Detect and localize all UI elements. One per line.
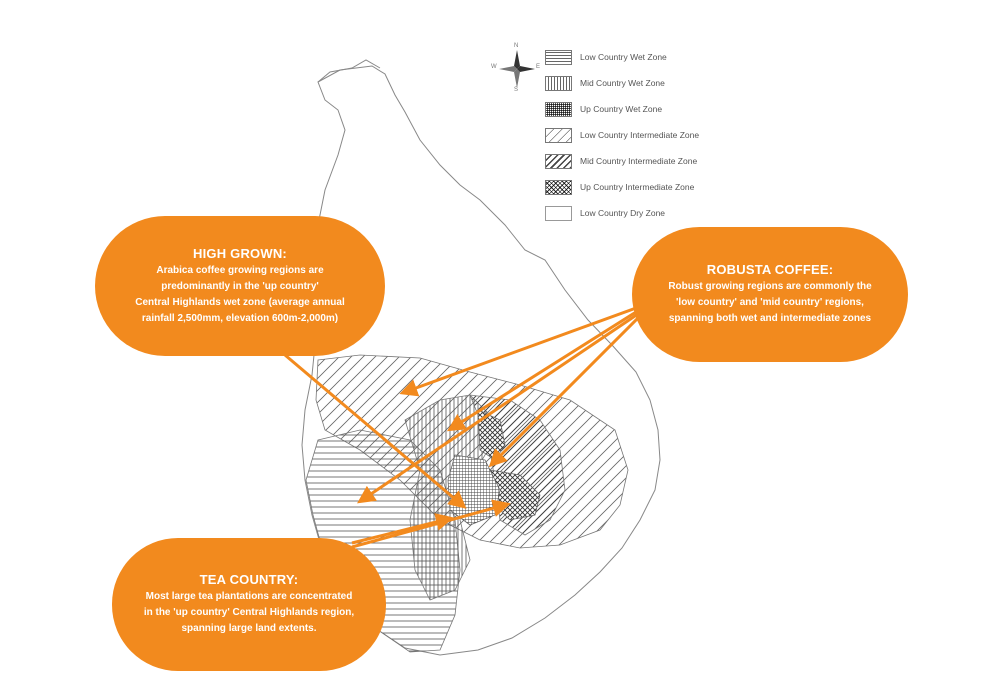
callout-title: HIGH GROWN: — [193, 245, 287, 261]
callout-high-grown: HIGH GROWN: Arabica coffee growing regio… — [95, 216, 385, 356]
compass-rose-icon: N S E W — [491, 43, 541, 93]
arrows — [284, 306, 642, 549]
jaffna-coast — [317, 59, 381, 83]
legend-label: Up Country Intermediate Zone — [580, 182, 695, 192]
legend-label: Low Country Dry Zone — [580, 208, 666, 218]
callout-line: Robust growing regions are commonly the — [668, 281, 872, 292]
legend-item: Low Country Wet Zone — [545, 44, 699, 70]
callout-body: Arabica coffee growing regions are predo… — [135, 263, 345, 327]
swatch-mid-country-wet — [545, 75, 572, 91]
callout-body: Most large tea plantations are concentra… — [144, 589, 354, 637]
callout-line: in the 'up country' Central Highlands re… — [143, 607, 355, 618]
swatch-mid-country-intermediate — [545, 153, 572, 169]
legend-item: Mid Country Intermediate Zone — [545, 148, 699, 174]
callout-line: Central Highlands wet zone (average annu… — [135, 296, 345, 308]
callout-line: spanning large land extents. — [181, 623, 317, 634]
arrow-tea-2 — [351, 499, 511, 549]
arrow-robusta-3 — [488, 314, 642, 468]
legend-label: Mid Country Intermediate Zone — [580, 156, 698, 166]
compass-s: S — [514, 87, 519, 93]
callout-line: Arabica coffee growing regions are — [156, 264, 324, 276]
swatch-up-country-intermediate — [545, 179, 572, 195]
legend-label: Low Country Wet Zone — [580, 52, 667, 62]
legend-label: Up Country Wet Zone — [580, 104, 663, 114]
compass-n: N — [514, 43, 519, 49]
legend-label: Low Country Intermediate Zone — [580, 130, 700, 140]
callout-line: 'low country' and 'mid country' regions, — [676, 297, 864, 308]
legend-item: Up Country Intermediate Zone — [545, 174, 699, 200]
arrow-robusta-2 — [446, 310, 637, 432]
legend-item: Mid Country Wet Zone — [545, 70, 699, 96]
swatch-low-country-intermediate — [545, 127, 572, 143]
callout-line: rainfall 2,500mm, elevation 600m-2,000m) — [141, 312, 339, 324]
legend-item: Up Country Wet Zone — [545, 96, 699, 122]
callout-line: predominantly in the 'up country' — [161, 280, 319, 292]
legend-item: Low Country Dry Zone — [545, 200, 699, 226]
callout-body: Robust growing regions are commonly the … — [668, 279, 871, 327]
compass-w: W — [491, 64, 497, 70]
callout-title: ROBUSTA COFFEE: — [706, 262, 834, 277]
swatch-low-country-wet — [545, 49, 572, 65]
swatch-low-country-dry — [545, 205, 572, 221]
arrow-robusta-1 — [399, 306, 637, 397]
callout-line: spanning both wet and intermediate zones — [668, 313, 872, 324]
arrow-high-grown — [284, 353, 467, 509]
swatch-up-country-wet — [545, 101, 572, 117]
arrow-robusta-4 — [357, 312, 639, 504]
map-legend: Low Country Wet Zone Mid Country Wet Zon… — [545, 44, 699, 226]
callout-line: Most large tea plantations are concentra… — [145, 591, 353, 602]
legend-label: Mid Country Wet Zone — [580, 78, 665, 88]
legend-item: Low Country Intermediate Zone — [545, 122, 699, 148]
arrow-tea-1 — [351, 513, 454, 545]
callout-title: TEA COUNTRY: — [199, 572, 299, 587]
callout-tea-country: TEA COUNTRY: Most large tea plantations … — [112, 538, 386, 671]
callout-robusta-coffee: ROBUSTA COFFEE: Robust growing regions a… — [632, 227, 908, 362]
compass-e: E — [536, 64, 541, 70]
